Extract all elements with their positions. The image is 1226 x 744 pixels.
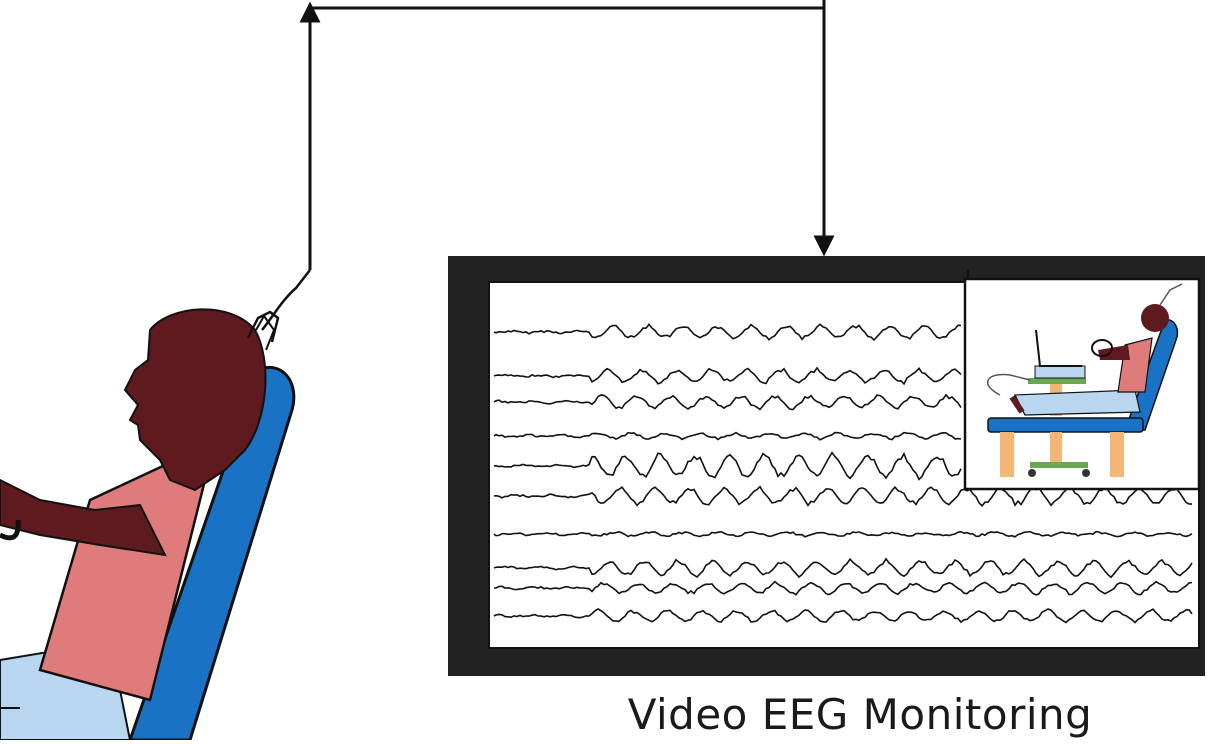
eeg-trace — [493, 322, 962, 342]
eeg-trace — [494, 580, 1193, 596]
eeg-trace — [493, 393, 962, 411]
video-inset — [963, 270, 1201, 491]
eeg-trace — [493, 557, 1193, 579]
eeg-trace — [493, 451, 962, 481]
steering-handle — [0, 519, 21, 541]
eeg-trace — [493, 366, 962, 386]
eeg-trace — [493, 607, 1193, 624]
patient-head — [123, 308, 267, 492]
eeg-trace — [493, 530, 1193, 538]
patient-arm — [0, 478, 167, 557]
caption: Video EEG Monitoring — [627, 690, 1093, 739]
eeg-trace — [493, 484, 1193, 507]
eeg-traces — [493, 322, 1193, 624]
wire-top — [310, 0, 826, 10]
patient-figure — [0, 308, 296, 742]
electrode-cap — [246, 310, 280, 351]
chair-back — [127, 365, 296, 742]
signal-path — [261, 0, 835, 331]
eeg-monitor — [448, 256, 1205, 676]
patient-torso — [38, 463, 207, 702]
electrode-wire — [261, 269, 311, 331]
eeg-trace — [493, 431, 962, 441]
